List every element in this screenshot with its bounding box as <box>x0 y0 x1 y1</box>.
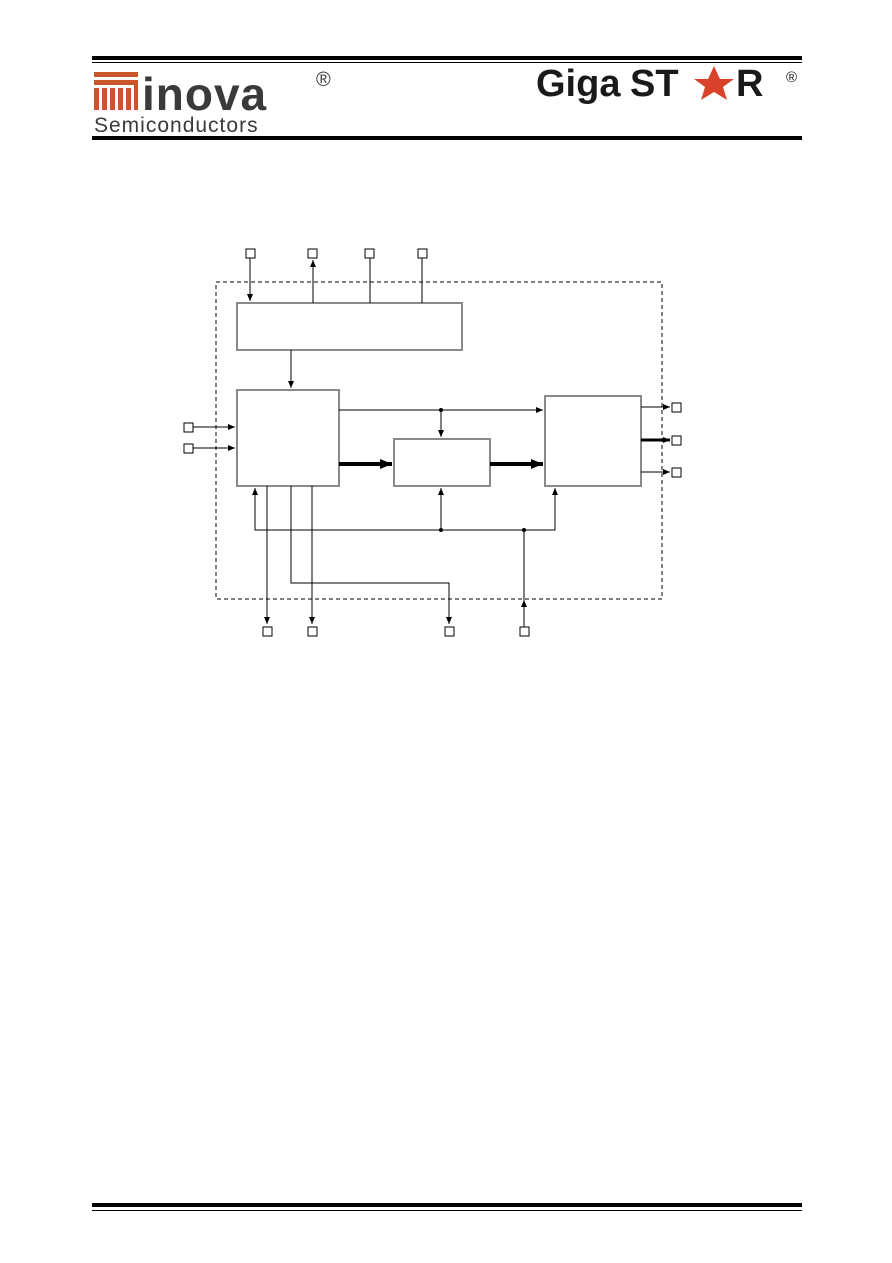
pin-right-3 <box>671 467 682 478</box>
star-icon <box>694 66 734 100</box>
pin-left-1 <box>183 422 194 433</box>
pin-right-1 <box>671 402 682 413</box>
block-diagram <box>183 248 682 637</box>
pin-top-1 <box>245 248 256 259</box>
inova-logo: inova ® Semiconductors <box>94 68 331 136</box>
inova-tagline: Semiconductors <box>94 114 259 136</box>
pin-bottom-4 <box>519 626 530 637</box>
header-rule-bottom <box>92 136 802 140</box>
inova-registered-mark: ® <box>316 69 331 91</box>
control-block <box>236 302 463 351</box>
gigastar-wordmark-st: ST <box>630 63 679 104</box>
footer-rule-thick <box>92 1203 802 1207</box>
header-rule-top <box>92 56 802 60</box>
pin-right-2 <box>671 435 682 446</box>
pin-bottom-1 <box>262 626 273 637</box>
pin-top-3 <box>364 248 375 259</box>
pin-left-2 <box>183 443 194 454</box>
output-block <box>544 395 642 487</box>
pin-bottom-2 <box>307 626 318 637</box>
inova-wordmark: inova <box>142 68 267 120</box>
middle-block <box>393 438 491 487</box>
gigastar-wordmark-prefix: Giga <box>536 63 621 104</box>
input-block <box>236 389 340 487</box>
wire-bottom-bus <box>254 488 556 531</box>
wire-bottom-3 <box>290 486 452 624</box>
pin-top-2 <box>307 248 318 259</box>
gigastar-logo: Giga ST R ® <box>536 63 797 104</box>
footer-rule-thin <box>92 1210 802 1211</box>
pin-top-4 <box>417 248 428 259</box>
gigastar-wordmark-r: R <box>736 63 763 104</box>
inova-mark-icon <box>94 72 138 110</box>
pin-bottom-3 <box>444 626 455 637</box>
header-rule-thin <box>92 62 802 63</box>
gigastar-registered-mark: ® <box>786 69 797 86</box>
